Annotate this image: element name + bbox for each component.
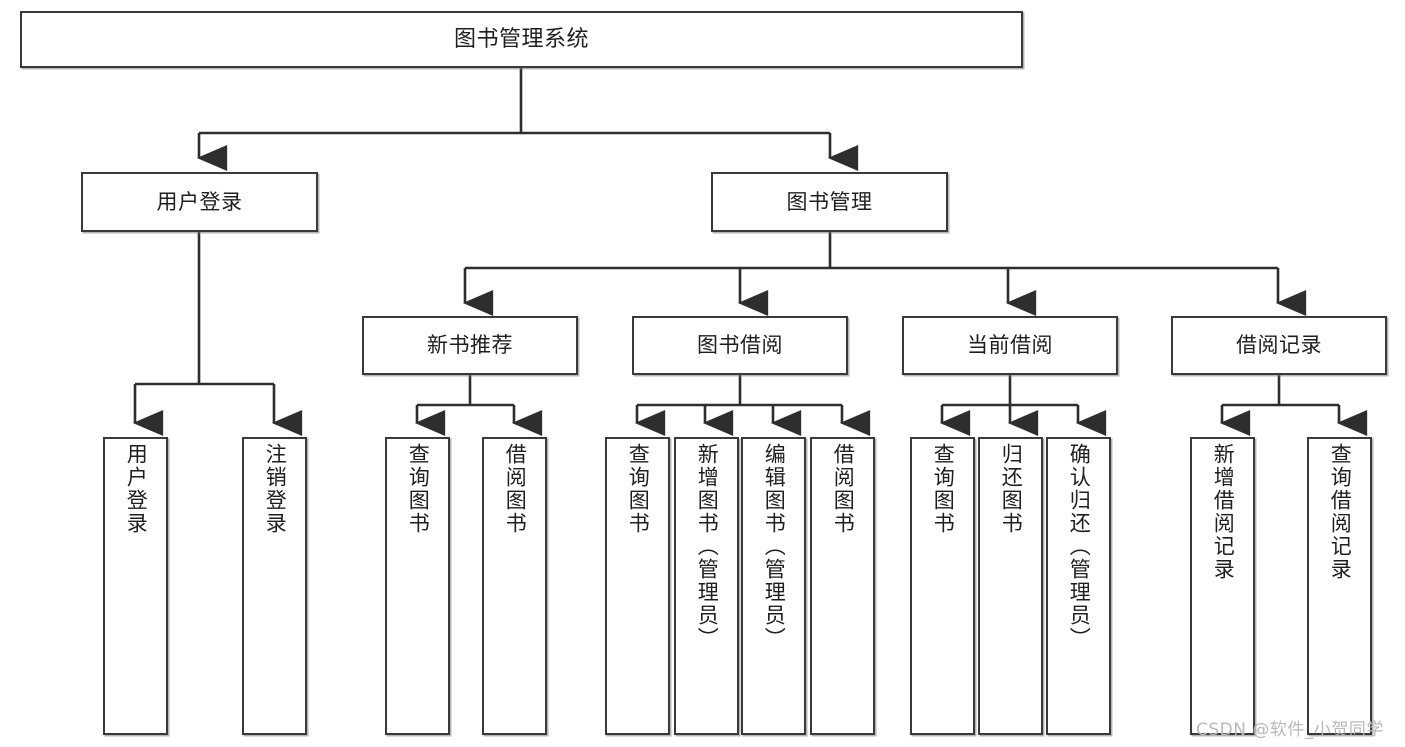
leaf-add-borrow-record[interactable]: 新增借阅记录 (1190, 437, 1255, 735)
node-book-borrow[interactable]: 图书借阅 (632, 316, 848, 375)
node-root-label: 图书管理系统 (453, 26, 589, 52)
node-root[interactable]: 图书管理系统 (20, 11, 1023, 68)
leaf-query-borrow-record[interactable]: 查询借阅记录 (1307, 437, 1372, 735)
node-user-login[interactable]: 用户登录 (81, 172, 318, 232)
node-borrow-record[interactable]: 借阅记录 (1171, 316, 1387, 375)
leaf-borrow-query-book-label: 查询图书 (626, 443, 651, 535)
leaf-return-book-label: 归还图书 (999, 443, 1024, 535)
node-book-management[interactable]: 图书管理 (711, 172, 948, 232)
leaf-add-borrow-record-label: 新增借阅记录 (1211, 443, 1236, 581)
leaf-recommend-borrow-book[interactable]: 借阅图书 (482, 437, 547, 735)
leaf-add-book-admin[interactable]: 新增图书（管理员） (674, 437, 739, 735)
leaf-borrow-book[interactable]: 借阅图书 (810, 437, 875, 735)
leaf-logout[interactable]: 注销登录 (242, 437, 307, 735)
node-book-borrow-label: 图书借阅 (697, 333, 783, 358)
leaf-edit-book-admin-label: 编辑图书（管理员） (762, 443, 787, 650)
leaf-borrow-book-label: 借阅图书 (831, 443, 856, 535)
node-current-borrow-label: 当前借阅 (967, 333, 1053, 358)
leaf-add-book-admin-label: 新增图书（管理员） (695, 443, 720, 650)
leaf-logout-label: 注销登录 (263, 443, 288, 535)
node-new-book-recommend[interactable]: 新书推荐 (362, 316, 578, 375)
leaf-return-book[interactable]: 归还图书 (978, 437, 1043, 735)
leaf-user-login[interactable]: 用户登录 (103, 437, 168, 735)
leaf-recommend-query-book[interactable]: 查询图书 (385, 437, 450, 735)
node-borrow-record-label: 借阅记录 (1236, 333, 1322, 358)
node-book-management-label: 图书管理 (786, 189, 873, 214)
leaf-recommend-query-book-label: 查询图书 (406, 443, 431, 535)
leaf-edit-book-admin[interactable]: 编辑图书（管理员） (741, 437, 806, 735)
leaf-borrow-query-book[interactable]: 查询图书 (605, 437, 670, 735)
leaf-query-borrow-record-label: 查询借阅记录 (1328, 443, 1353, 581)
node-current-borrow[interactable]: 当前借阅 (902, 316, 1118, 375)
csdn-watermark: CSDN @软件_小贺同学 (1196, 720, 1384, 740)
node-new-book-recommend-label: 新书推荐 (427, 333, 513, 358)
leaf-current-query-book-label: 查询图书 (931, 443, 956, 535)
node-user-login-label: 用户登录 (156, 189, 243, 214)
leaf-confirm-return-admin-label: 确认归还（管理员） (1067, 443, 1092, 650)
leaf-user-login-label: 用户登录 (124, 443, 149, 535)
leaf-current-query-book[interactable]: 查询图书 (910, 437, 975, 735)
leaf-confirm-return-admin[interactable]: 确认归还（管理员） (1046, 437, 1111, 735)
leaf-recommend-borrow-book-label: 借阅图书 (503, 443, 528, 535)
